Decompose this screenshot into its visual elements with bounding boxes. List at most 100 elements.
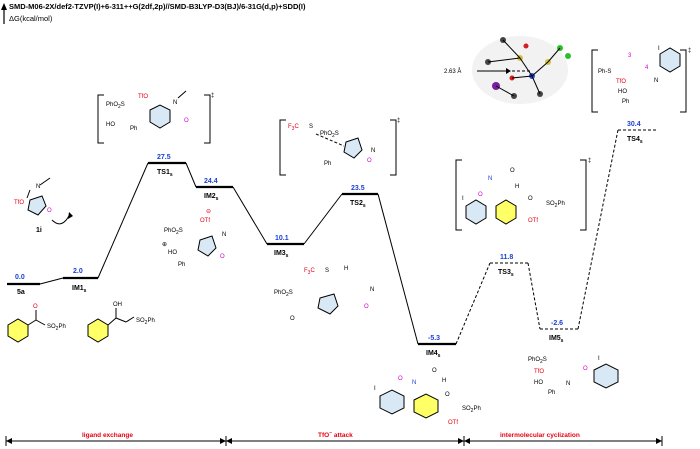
svg-text:TfO: TfO: [616, 79, 626, 85]
svg-text:O: O: [583, 366, 588, 372]
label-ts4: TS4s: [627, 136, 643, 145]
value-im3: 10.1: [275, 235, 289, 242]
structure-ts3: ‡ N O H I O O SO2Ph OTf: [455, 158, 591, 231]
svg-text:O: O: [398, 376, 403, 382]
structure-im3: F3C S H PhO2S O N O: [274, 266, 374, 322]
energy-values: 0.0 2.0 27.5 24.4 10.1 23.5 -5.3 11.8 -2…: [15, 121, 641, 342]
label-im3: IM3s: [274, 250, 289, 259]
svg-text:‡: ‡: [588, 158, 591, 164]
value-ts2: 23.5: [351, 185, 365, 192]
svg-text:Ph: Ph: [548, 390, 555, 396]
svg-text:Ph: Ph: [178, 262, 185, 268]
svg-text:PhO2S: PhO2S: [528, 357, 547, 365]
svg-text:O: O: [445, 392, 450, 398]
svg-text:OTf: OTf: [528, 218, 538, 224]
svg-text:OTf: OTf: [200, 218, 210, 224]
svg-text:TfO: TfO: [534, 369, 544, 375]
svg-text:SO2Ph: SO2Ph: [136, 318, 155, 326]
svg-text:O: O: [367, 158, 372, 164]
svg-text:‡: ‡: [211, 93, 214, 99]
label-1i: 1i: [36, 227, 42, 234]
value-ts3: 11.8: [500, 254, 513, 261]
label-im4: IM4s: [426, 350, 441, 359]
structure-ts2: ‡ F3C S PhO2S Ph N O: [279, 118, 400, 176]
svg-text:O: O: [364, 304, 369, 310]
section-ligand-exchange: ligand exchange: [82, 432, 133, 439]
label-5a: 5a: [17, 289, 25, 296]
section-tfo-attack: TfO− attack: [318, 430, 353, 439]
label-ts2: TS2s: [350, 200, 366, 209]
svg-text:I: I: [462, 196, 464, 202]
svg-text:I: I: [658, 46, 660, 52]
svg-text:4: 4: [645, 65, 649, 71]
energy-levels: [7, 129, 656, 346]
method-caption: SMD-M06-2X/def2-TZVP(I)+6-311++G(2df,2p)…: [9, 2, 306, 11]
svg-text:Ph: Ph: [130, 126, 137, 132]
svg-text:‡: ‡: [397, 118, 400, 124]
structure-5a: O SO2Ph: [7, 304, 66, 343]
svg-text:TfO: TfO: [138, 94, 148, 100]
svg-text:HO: HO: [534, 380, 543, 386]
connectors: [39, 129, 619, 345]
svg-text:O: O: [478, 192, 483, 198]
svg-text:PhO2S: PhO2S: [274, 290, 293, 298]
svg-text:SO2Ph: SO2Ph: [546, 201, 565, 209]
svg-text:O: O: [510, 168, 515, 174]
value-im2: 24.4: [204, 178, 218, 185]
svg-text:O: O: [47, 208, 52, 214]
value-ts1: 27.5: [157, 154, 171, 161]
svg-text:‡: ‡: [688, 48, 691, 54]
svg-text:Ph: Ph: [324, 161, 331, 167]
structure-im4: N O H I O O SO2Ph OTf: [374, 368, 481, 426]
label-im2: IM2s: [204, 193, 219, 202]
svg-text:⊖: ⊖: [206, 209, 211, 215]
svg-text:S: S: [325, 268, 329, 274]
svg-text:S: S: [309, 124, 313, 130]
svg-text:I: I: [374, 386, 376, 392]
structure-ts1: ‡ TfO N PhO2S HO Ph O: [97, 90, 214, 144]
svg-text:O: O: [33, 304, 38, 310]
svg-text:HO: HO: [618, 89, 627, 95]
structure-im2: ⊖ OTf PhO2S ⊕ HO Ph N O: [162, 209, 226, 268]
svg-text:N: N: [412, 380, 416, 386]
state-labels: 5a IM1s TS1s IM2s IM3s TS2s IM4s TS3s IM…: [17, 136, 643, 359]
label-im1: IM1s: [72, 285, 87, 294]
svg-text:PhO2S: PhO2S: [164, 228, 183, 236]
svg-text:N: N: [566, 381, 570, 387]
svg-text:N: N: [222, 232, 226, 238]
svg-text:SO2Ph: SO2Ph: [47, 324, 66, 332]
svg-text:F3C: F3C: [304, 268, 315, 276]
section-intermolecular-cyclization: intermolecular cyclization: [500, 432, 580, 439]
svg-text:O: O: [290, 316, 295, 322]
structure-enol: OH SO2Ph: [87, 302, 155, 343]
value-im4: -5.3: [428, 335, 440, 342]
svg-text:HO: HO: [106, 122, 115, 128]
svg-text:O: O: [528, 196, 533, 202]
distance-label: 2.63 Å: [444, 68, 461, 75]
svg-text:I: I: [598, 356, 600, 362]
energy-unit-label: ΔG(kcal/mol): [9, 14, 53, 23]
label-ts1: TS1s: [157, 169, 173, 178]
label-ts3: TS3s: [498, 269, 514, 278]
structure-im5: PhO2S TfO HO Ph N O I: [528, 356, 619, 396]
svg-text:OTf: OTf: [448, 420, 458, 426]
svg-text:H: H: [515, 184, 519, 190]
svg-text:F3C: F3C: [288, 124, 299, 132]
svg-text:Ph-S: Ph-S: [598, 69, 611, 75]
svg-text:PhO2S: PhO2S: [106, 102, 125, 110]
svg-text:H: H: [344, 266, 348, 272]
svg-text:N: N: [488, 176, 492, 182]
svg-text:O: O: [220, 254, 225, 260]
value-ts4: 30.4: [627, 121, 641, 128]
svg-text:SO2Ph: SO2Ph: [462, 406, 481, 414]
svg-text:N: N: [654, 78, 658, 84]
value-5a: 0.0: [15, 274, 25, 281]
value-im1: 2.0: [73, 268, 83, 275]
svg-text:TfO: TfO: [14, 200, 24, 206]
svg-text:N: N: [370, 287, 374, 293]
svg-text:O: O: [184, 118, 189, 124]
svg-text:⊕: ⊕: [162, 242, 167, 248]
structure-1i: N TfO O 1i: [14, 177, 73, 234]
svg-text:Ph: Ph: [622, 99, 629, 105]
